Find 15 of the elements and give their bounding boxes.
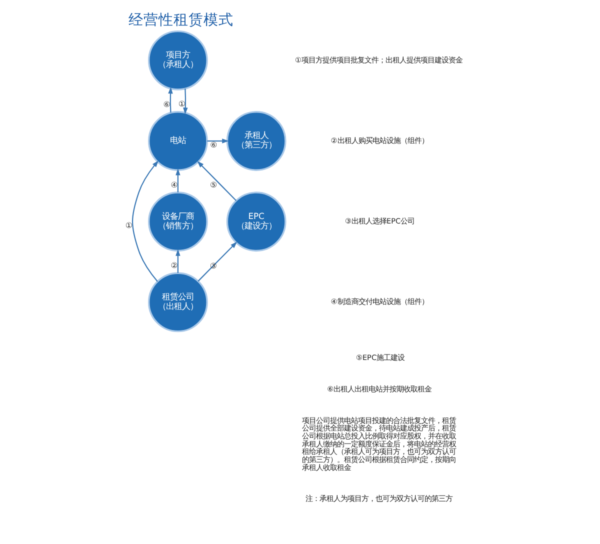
arrow (131, 160, 158, 282)
arrow (206, 138, 228, 144)
node-circle: EPC（建设方） (226, 192, 286, 252)
diagram-title: 经营性租赁模式 (128, 11, 234, 28)
arrow (175, 249, 180, 273)
arrow (175, 168, 180, 192)
arrow (197, 242, 237, 282)
node-circle: 电站 (148, 111, 208, 171)
arrow (168, 86, 172, 113)
arrow (196, 161, 236, 201)
node-circle: 设备厂商（销售方） (148, 192, 208, 252)
node-circle: 租赁公司（出租人） (148, 272, 208, 332)
node-circle: 项目方（承租人） (148, 30, 208, 90)
arrow (182, 88, 188, 114)
node-circle: 承租人（第三方） (226, 111, 286, 171)
